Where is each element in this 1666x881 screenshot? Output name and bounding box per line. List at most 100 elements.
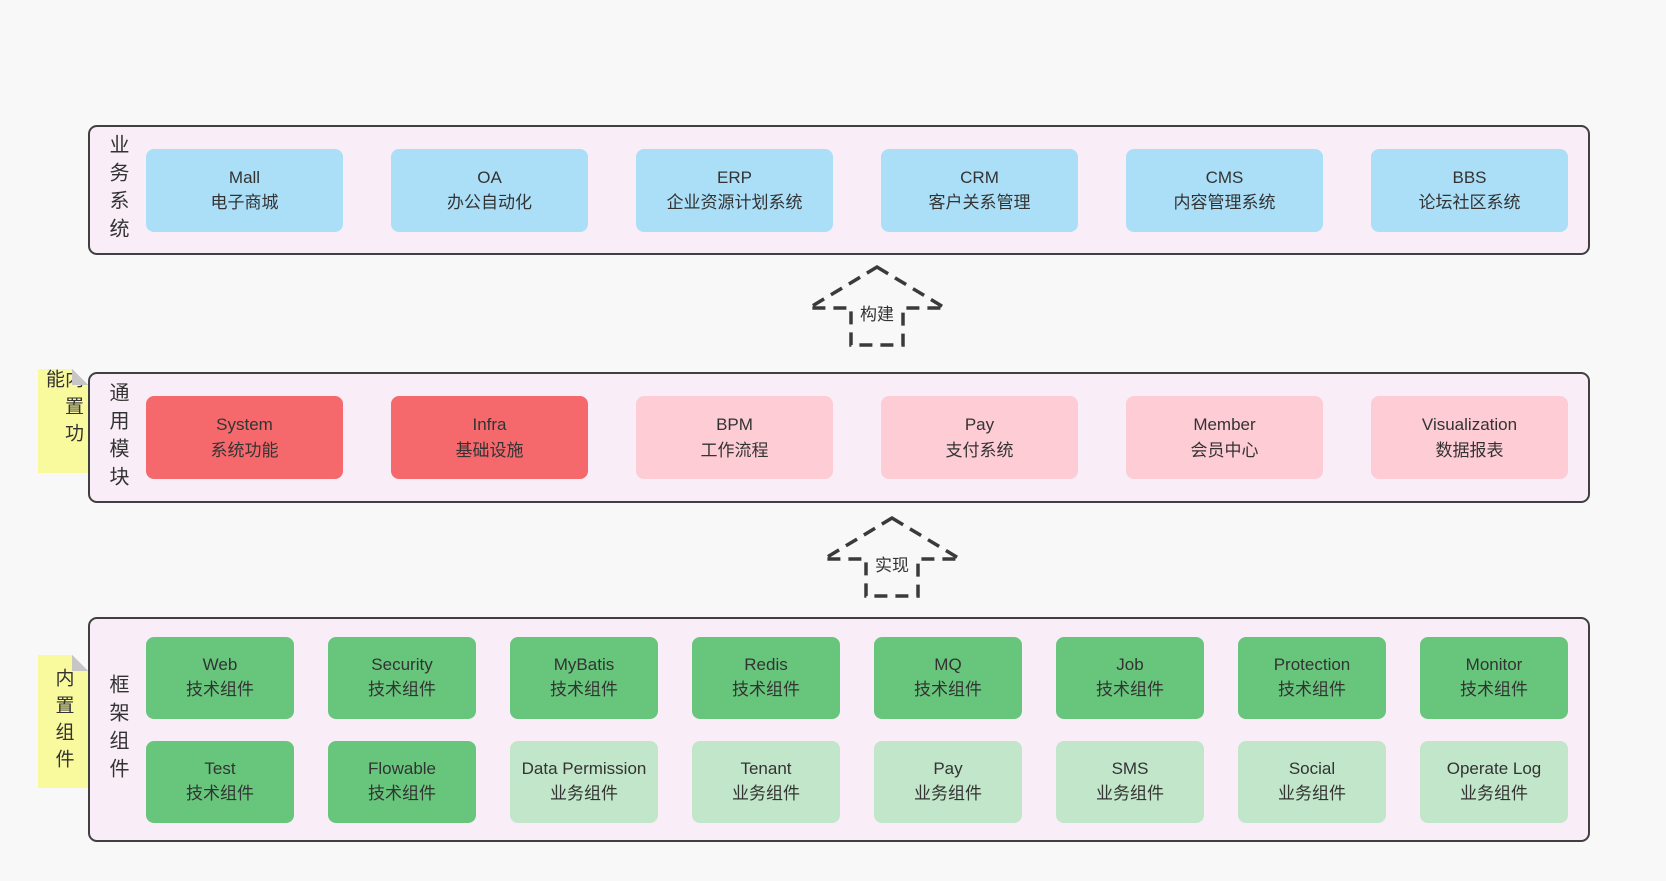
module-boxes: System 系统功能 Infra 基础设施 BPM 工作流程 Pay 支付系统… — [144, 374, 1588, 501]
sticky-note-builtin-components: 内置组件 — [38, 655, 88, 788]
box-subtitle: 客户关系管理 — [928, 193, 1031, 212]
box-security: Security 技术组件 — [328, 636, 476, 719]
box-subtitle: 支付系统 — [945, 440, 1014, 460]
box-subtitle: 会员中心 — [1190, 440, 1259, 460]
box-subtitle: 系统功能 — [210, 440, 279, 460]
box-visualization: Visualization 数据报表 — [1371, 396, 1568, 479]
box-web: Web 技术组件 — [146, 636, 294, 719]
box-subtitle: 技术组件 — [1278, 679, 1346, 699]
box-title: OA — [477, 167, 502, 187]
box-subtitle: 技术组件 — [186, 783, 254, 803]
layer-label-framework-components: 框架组件 — [106, 673, 128, 786]
box-title: Tenant — [740, 758, 792, 778]
up-arrow-icon — [822, 515, 962, 598]
box-oa: OA 办公自动化 — [391, 148, 588, 232]
box-subtitle: 技术组件 — [550, 679, 618, 699]
box-title: Test — [204, 758, 236, 778]
box-title: Infra — [472, 415, 507, 434]
box-flowable: Flowable 技术组件 — [328, 740, 476, 823]
box-subtitle: 技术组件 — [914, 679, 982, 699]
box-test: Test 技术组件 — [146, 740, 294, 823]
box-mq: MQ 技术组件 — [874, 636, 1022, 719]
box-subtitle: 工作流程 — [700, 440, 769, 460]
box-system: System 系统功能 — [146, 396, 343, 479]
box-title: Flowable — [367, 758, 437, 778]
box-subtitle: 技术组件 — [1460, 679, 1528, 699]
box-subtitle: 业务组件 — [732, 783, 800, 803]
box-sms: SMS 业务组件 — [1056, 740, 1204, 823]
box-title: ERP — [717, 167, 752, 187]
box-title: Data Permission — [521, 758, 647, 778]
box-title: Security — [371, 654, 433, 674]
box-title: CMS — [1205, 167, 1244, 187]
box-title: Monitor — [1465, 654, 1523, 674]
box-subtitle: 技术组件 — [368, 783, 436, 803]
box-title: Job — [1116, 654, 1144, 674]
box-redis: Redis 技术组件 — [692, 636, 840, 719]
box-title: MyBatis — [553, 654, 615, 674]
box-crm: CRM 客户关系管理 — [881, 148, 1078, 232]
up-arrow-icon — [807, 264, 947, 347]
box-member: Member 会员中心 — [1126, 396, 1323, 479]
box-pay-component: Pay 业务组件 — [874, 740, 1022, 823]
component-grid: Web 技术组件 Security 技术组件 MyBatis 技术组件 Redi… — [144, 619, 1588, 840]
box-protection: Protection 技术组件 — [1238, 636, 1386, 719]
box-bbs: BBS 论坛社区系统 — [1371, 148, 1568, 232]
box-title: Operate Log — [1446, 758, 1542, 778]
box-title: SMS — [1111, 758, 1149, 778]
component-row-1: Web 技术组件 Security 技术组件 MyBatis 技术组件 Redi… — [146, 636, 1568, 719]
box-cms: CMS 内容管理系统 — [1126, 148, 1323, 232]
box-title: Mall — [228, 167, 261, 187]
box-subtitle: 数据报表 — [1435, 440, 1504, 460]
box-title: Pay — [933, 758, 963, 778]
box-title: Member — [1193, 415, 1256, 434]
box-subtitle: 论坛社区系统 — [1418, 193, 1521, 212]
box-data-permission: Data Permission 业务组件 — [510, 740, 658, 823]
arrow-label: 实现 — [871, 551, 913, 576]
box-title: Web — [202, 654, 238, 674]
box-monitor: Monitor 技术组件 — [1420, 636, 1568, 719]
arrow-build: 构建 — [807, 264, 947, 348]
sticky-note-label: 内置组件 — [52, 667, 74, 776]
box-title: BBS — [1452, 167, 1487, 187]
box-pay: Pay 支付系统 — [881, 396, 1078, 479]
box-subtitle: 技术组件 — [186, 679, 254, 699]
box-title: BPM — [716, 415, 753, 434]
folded-corner-icon — [72, 369, 88, 385]
layer-business-systems: 业务系统 Mall 电子商城 OA 办公自动化 ERP 企业资源计划系统 CRM… — [88, 125, 1590, 255]
box-bpm: BPM 工作流程 — [636, 396, 833, 479]
box-title: Visualization — [1421, 415, 1518, 434]
box-erp: ERP 企业资源计划系统 — [636, 148, 833, 232]
box-subtitle: 业务组件 — [550, 783, 618, 803]
box-social: Social 业务组件 — [1238, 740, 1386, 823]
arrow-label: 构建 — [856, 300, 898, 325]
box-infra: Infra 基础设施 — [391, 396, 588, 479]
box-title: Social — [1288, 758, 1336, 778]
layer-common-modules: 通用模块 System 系统功能 Infra 基础设施 BPM 工作流程 Pay… — [88, 372, 1590, 503]
layer-framework-components: 框架组件 Web 技术组件 Security 技术组件 MyBatis 技术组件… — [88, 617, 1590, 842]
box-subtitle: 办公自动化 — [447, 193, 532, 212]
box-title: CRM — [960, 167, 999, 187]
box-job: Job 技术组件 — [1056, 636, 1204, 719]
box-subtitle: 基础设施 — [455, 440, 524, 460]
box-title: Redis — [744, 654, 788, 674]
box-title: MQ — [934, 654, 962, 674]
layer-label-business-systems: 业务系统 — [106, 134, 128, 246]
box-title: System — [216, 415, 273, 434]
box-subtitle: 业务组件 — [914, 783, 982, 803]
box-mybatis: MyBatis 技术组件 — [510, 636, 658, 719]
box-mall: Mall 电子商城 — [146, 148, 343, 232]
sticky-note-builtin-features: 内置功能 — [38, 369, 88, 473]
box-operate-log: Operate Log 业务组件 — [1420, 740, 1568, 823]
layer-label-common-modules: 通用模块 — [106, 381, 128, 494]
arrow-implement: 实现 — [822, 515, 962, 599]
box-title: Pay — [964, 415, 995, 434]
box-subtitle: 技术组件 — [732, 679, 800, 699]
box-tenant: Tenant 业务组件 — [692, 740, 840, 823]
box-title: Protection — [1273, 654, 1351, 674]
folded-corner-icon — [72, 655, 88, 671]
box-subtitle: 内容管理系统 — [1173, 193, 1276, 212]
box-subtitle: 电子商城 — [210, 193, 279, 212]
component-row-2: Test 技术组件 Flowable 技术组件 Data Permission … — [146, 740, 1568, 823]
